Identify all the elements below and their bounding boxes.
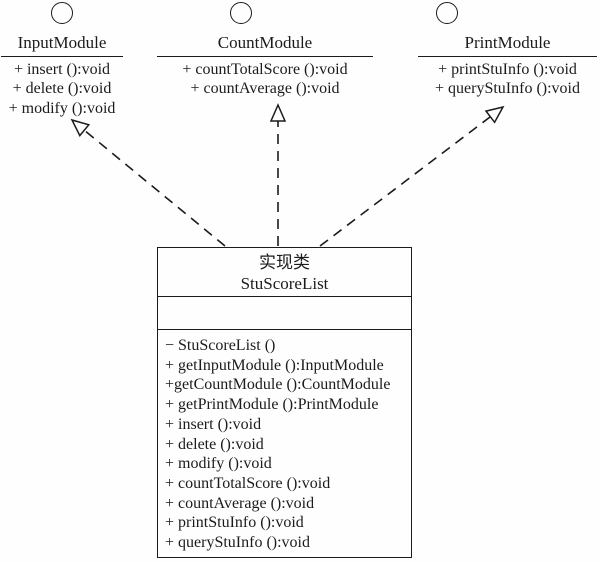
interface-method: + countTotalScore ():void: [182, 61, 348, 78]
realization-arrow-to-countmodule: [269, 103, 287, 246]
class-box-stuscorelist: 实现类 StuScoreList − StuScoreList () + get…: [157, 247, 412, 558]
realization-arrow-to-printmodule: [319, 105, 505, 247]
interface-countmodule: CountModule + countTotalScore ():void + …: [157, 30, 373, 99]
class-method: + countTotalScore ():void: [165, 474, 331, 492]
interface-method-list: + insert ():void + delete ():void + modi…: [1, 57, 123, 118]
realization-arrow-to-inputmodule: [70, 118, 226, 247]
class-method: + getPrintModule ():PrintModule: [165, 396, 379, 414]
class-attributes-compartment: [158, 297, 411, 330]
class-method: + countAverage ():void: [165, 494, 315, 512]
interface-lollipop-icon-printmodule: [436, 2, 458, 24]
class-methods-compartment: − StuScoreList () + getInputModule ():In…: [158, 330, 411, 553]
interface-method: + delete ():void: [12, 80, 112, 98]
interface-method: + insert ():void: [13, 61, 111, 78]
interface-method: + printStuInfo ():void: [438, 61, 577, 78]
interface-method: + countAverage ():void: [190, 80, 340, 98]
interface-lollipop-icon-inputmodule: [51, 2, 73, 24]
interface-inputmodule: InputModule + insert ():void + delete ()…: [1, 30, 123, 118]
interface-title: CountModule: [157, 30, 373, 57]
class-method: − StuScoreList (): [165, 337, 276, 354]
interface-method: + modify ():void: [8, 99, 116, 117]
interface-method-list: + countTotalScore ():void + countAverage…: [157, 57, 373, 99]
interface-title: PrintModule: [418, 30, 597, 57]
interface-printmodule: PrintModule + printStuInfo ():void + que…: [418, 30, 597, 99]
class-method: + delete ():void: [165, 435, 264, 453]
class-method: +getCountModule ():CountModule: [165, 376, 391, 394]
interface-method-list: + printStuInfo ():void + queryStuInfo ()…: [418, 57, 597, 99]
interface-title: InputModule: [1, 30, 123, 57]
interface-method: + queryStuInfo ():void: [435, 80, 580, 98]
class-name: StuScoreList: [240, 274, 329, 293]
class-method: + printStuInfo ():void: [165, 514, 304, 532]
class-method: + queryStuInfo ():void: [165, 534, 310, 552]
class-stereotype: 实现类: [259, 253, 310, 272]
class-method: + getInputModule ():InputModule: [165, 356, 384, 374]
class-method: + modify ():void: [165, 455, 272, 473]
hollow-triangle-arrowhead-icon: [484, 105, 505, 124]
class-method: + insert ():void: [165, 415, 262, 433]
hollow-triangle-arrowhead-icon: [269, 103, 287, 122]
hollow-triangle-arrowhead-icon: [70, 118, 91, 137]
class-title-compartment: 实现类 StuScoreList: [158, 248, 411, 297]
interface-lollipop-icon-countmodule: [230, 2, 252, 24]
